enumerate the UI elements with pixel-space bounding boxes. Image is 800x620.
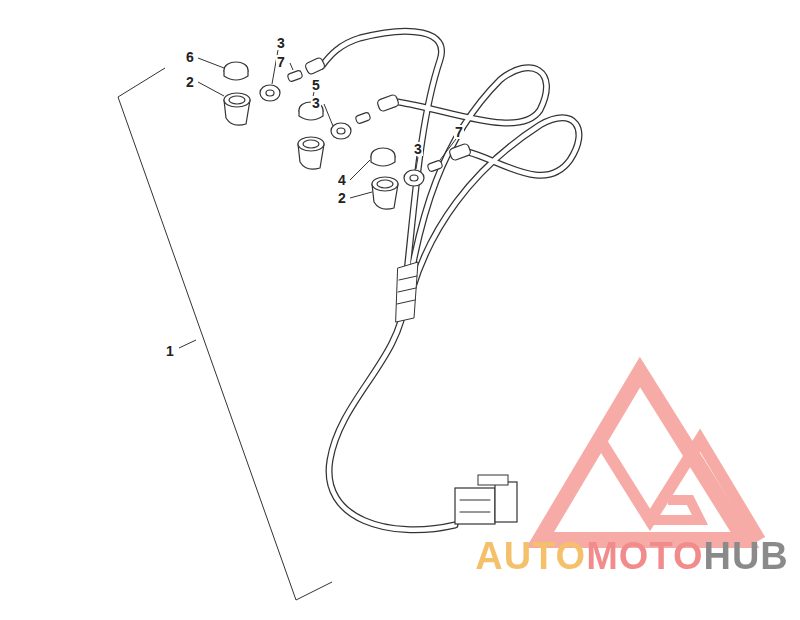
washers: [260, 85, 424, 186]
callout-number: 1: [165, 344, 175, 358]
callout-number: 3: [311, 96, 321, 110]
callout-number: 2: [185, 75, 195, 89]
callout-number: 3: [413, 142, 423, 156]
watermark-logo: [540, 372, 760, 540]
callout-number: 3: [276, 36, 286, 50]
leader-lines: [179, 50, 456, 348]
callout-number: 7: [454, 125, 464, 139]
bulbs: [287, 70, 443, 172]
wire-harness: [322, 31, 579, 530]
callout-number: 5: [311, 78, 321, 92]
lens-caps: [224, 62, 395, 166]
bracket: [118, 68, 332, 600]
callout-number: 4: [337, 173, 347, 187]
callout-number: 7: [276, 55, 286, 69]
elbow-housings: [224, 93, 398, 209]
watermark-text: AUTOMOTOHUB: [475, 537, 789, 575]
socket-connectors: [304, 57, 471, 161]
callout-number: 6: [185, 50, 195, 64]
callout-number: 2: [337, 191, 347, 205]
